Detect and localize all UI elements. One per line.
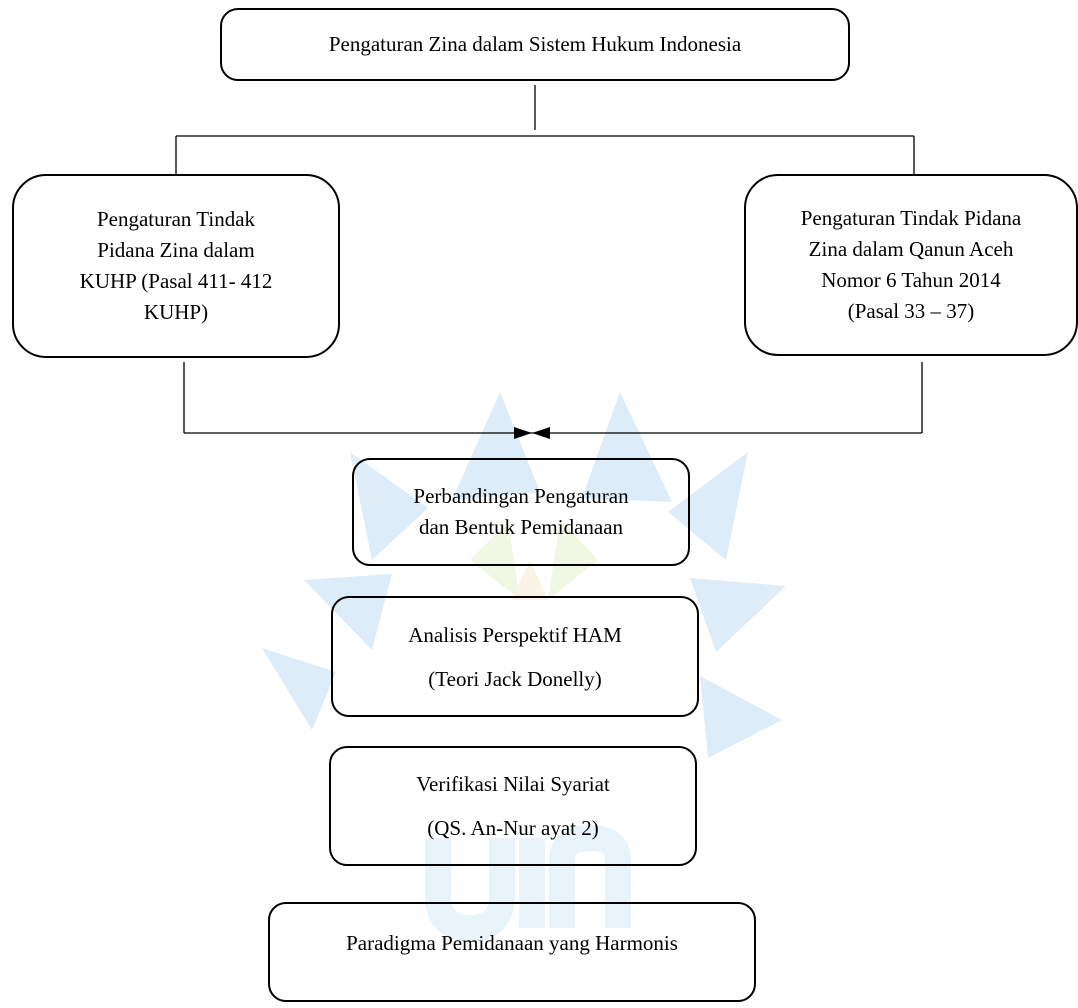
arrowhead-left	[532, 427, 550, 439]
arrowhead-right	[514, 427, 532, 439]
watermark-letters	[425, 824, 631, 942]
node-harmonious-paradigm: Paradigma Pemidanaan yang Harmonis	[268, 902, 756, 1002]
node-text-line: KUHP)	[143, 300, 209, 324]
node-text-line: Verifikasi Nilai Syariat	[416, 772, 610, 796]
node-text-line: Perbandingan Pengaturan	[413, 484, 629, 508]
node-sharia-verification: Verifikasi Nilai Syariat (QS. An-Nur aya…	[329, 746, 697, 866]
node-qanun-aceh-regulation: Pengaturan Tindak Pidana Zina dalam Qanu…	[744, 174, 1078, 356]
node-text-line: Pengaturan Tindak	[96, 207, 256, 231]
node-kuhp-regulation: Pengaturan Tindak Pidana Zina dalam KUHP…	[12, 174, 340, 358]
node-text-line: dan Bentuk Pemidanaan	[418, 515, 624, 539]
node-text-line: Pengaturan Zina dalam Sistem Hukum Indon…	[328, 32, 742, 56]
node-text-line: Nomor 6 Tahun 2014	[821, 268, 1001, 292]
node-text-line: Pidana Zina dalam	[97, 238, 255, 262]
node-comparison: Perbandingan Pengaturan dan Bentuk Pemid…	[352, 458, 690, 566]
node-text-line: (QS. An-Nur ayat 2)	[427, 816, 599, 840]
node-text-line: (Teori Jack Donelly)	[428, 666, 602, 691]
node-text-line: KUHP (Pasal 411- 412	[79, 269, 273, 293]
node-text-line: Analisis Perspektif HAM	[408, 622, 622, 647]
node-text-line: (Pasal 33 – 37)	[847, 299, 975, 323]
node-text-line: Pengaturan Tindak Pidana	[800, 206, 1022, 230]
node-text-line: Zina dalam Qanun Aceh	[808, 237, 1014, 261]
node-text-line: Paradigma Pemidanaan yang Harmonis	[346, 930, 678, 955]
node-legal-system-title: Pengaturan Zina dalam Sistem Hukum Indon…	[220, 8, 850, 81]
node-human-rights-analysis: Analisis Perspektif HAM (Teori Jack Done…	[331, 596, 699, 717]
